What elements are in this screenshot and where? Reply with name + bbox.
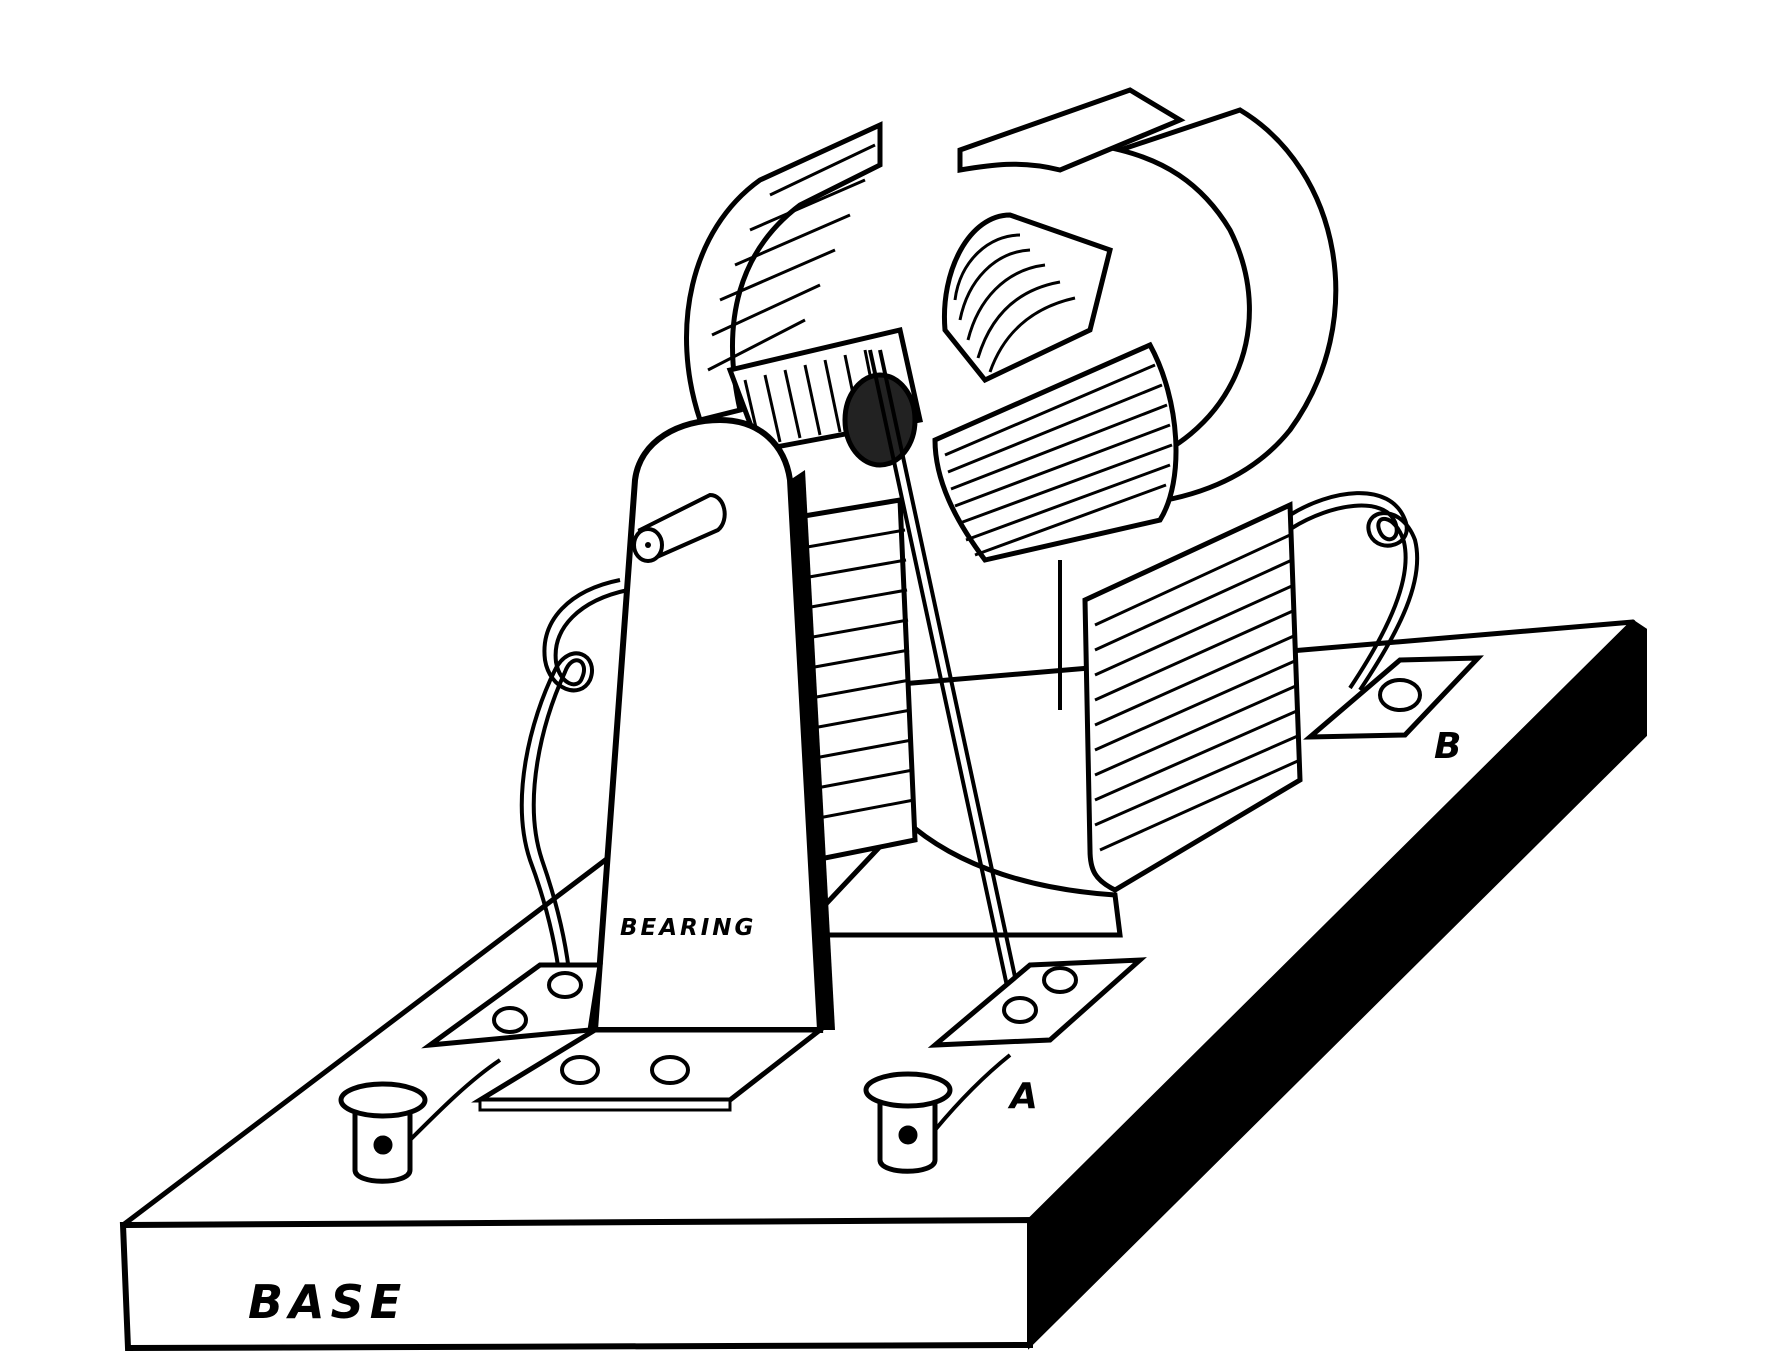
commutator xyxy=(842,372,918,468)
bearing-upright xyxy=(591,416,824,1033)
binding-post-right xyxy=(863,1053,1012,1174)
bearing: BEARING xyxy=(471,416,835,1112)
armature-coil-main xyxy=(932,341,1179,563)
field-bracket xyxy=(822,816,1123,938)
screw xyxy=(560,1055,600,1085)
shaft-stub xyxy=(632,492,727,563)
brush-wire xyxy=(868,349,1022,1001)
bearing-label: BEARING xyxy=(620,915,756,941)
screw xyxy=(1042,966,1078,994)
terminal-plate-left xyxy=(421,962,603,1049)
binding-post-left xyxy=(338,1058,502,1184)
base-label: BASE xyxy=(248,1275,407,1329)
base-side-face xyxy=(1028,619,1647,1350)
screw xyxy=(547,971,583,999)
screw xyxy=(492,1006,528,1034)
terminal-a-label: A xyxy=(1007,1076,1038,1117)
field-magnet xyxy=(684,87,1339,938)
terminal-a-plate xyxy=(927,957,1147,1048)
field-coil-lower xyxy=(1082,501,1303,893)
screw xyxy=(1378,678,1422,712)
terminal-a: A xyxy=(927,957,1147,1117)
field-ring-left xyxy=(684,121,883,423)
screw xyxy=(1002,996,1038,1024)
terminal-b: B xyxy=(1303,655,1484,767)
terminal-b-label: B xyxy=(1434,726,1461,767)
armature-coil-upper xyxy=(941,212,1113,384)
left-coiled-wire xyxy=(519,578,629,981)
screw xyxy=(650,1055,690,1085)
pole-shoe-top xyxy=(957,87,1186,173)
right-coiled-wire xyxy=(1288,491,1420,692)
